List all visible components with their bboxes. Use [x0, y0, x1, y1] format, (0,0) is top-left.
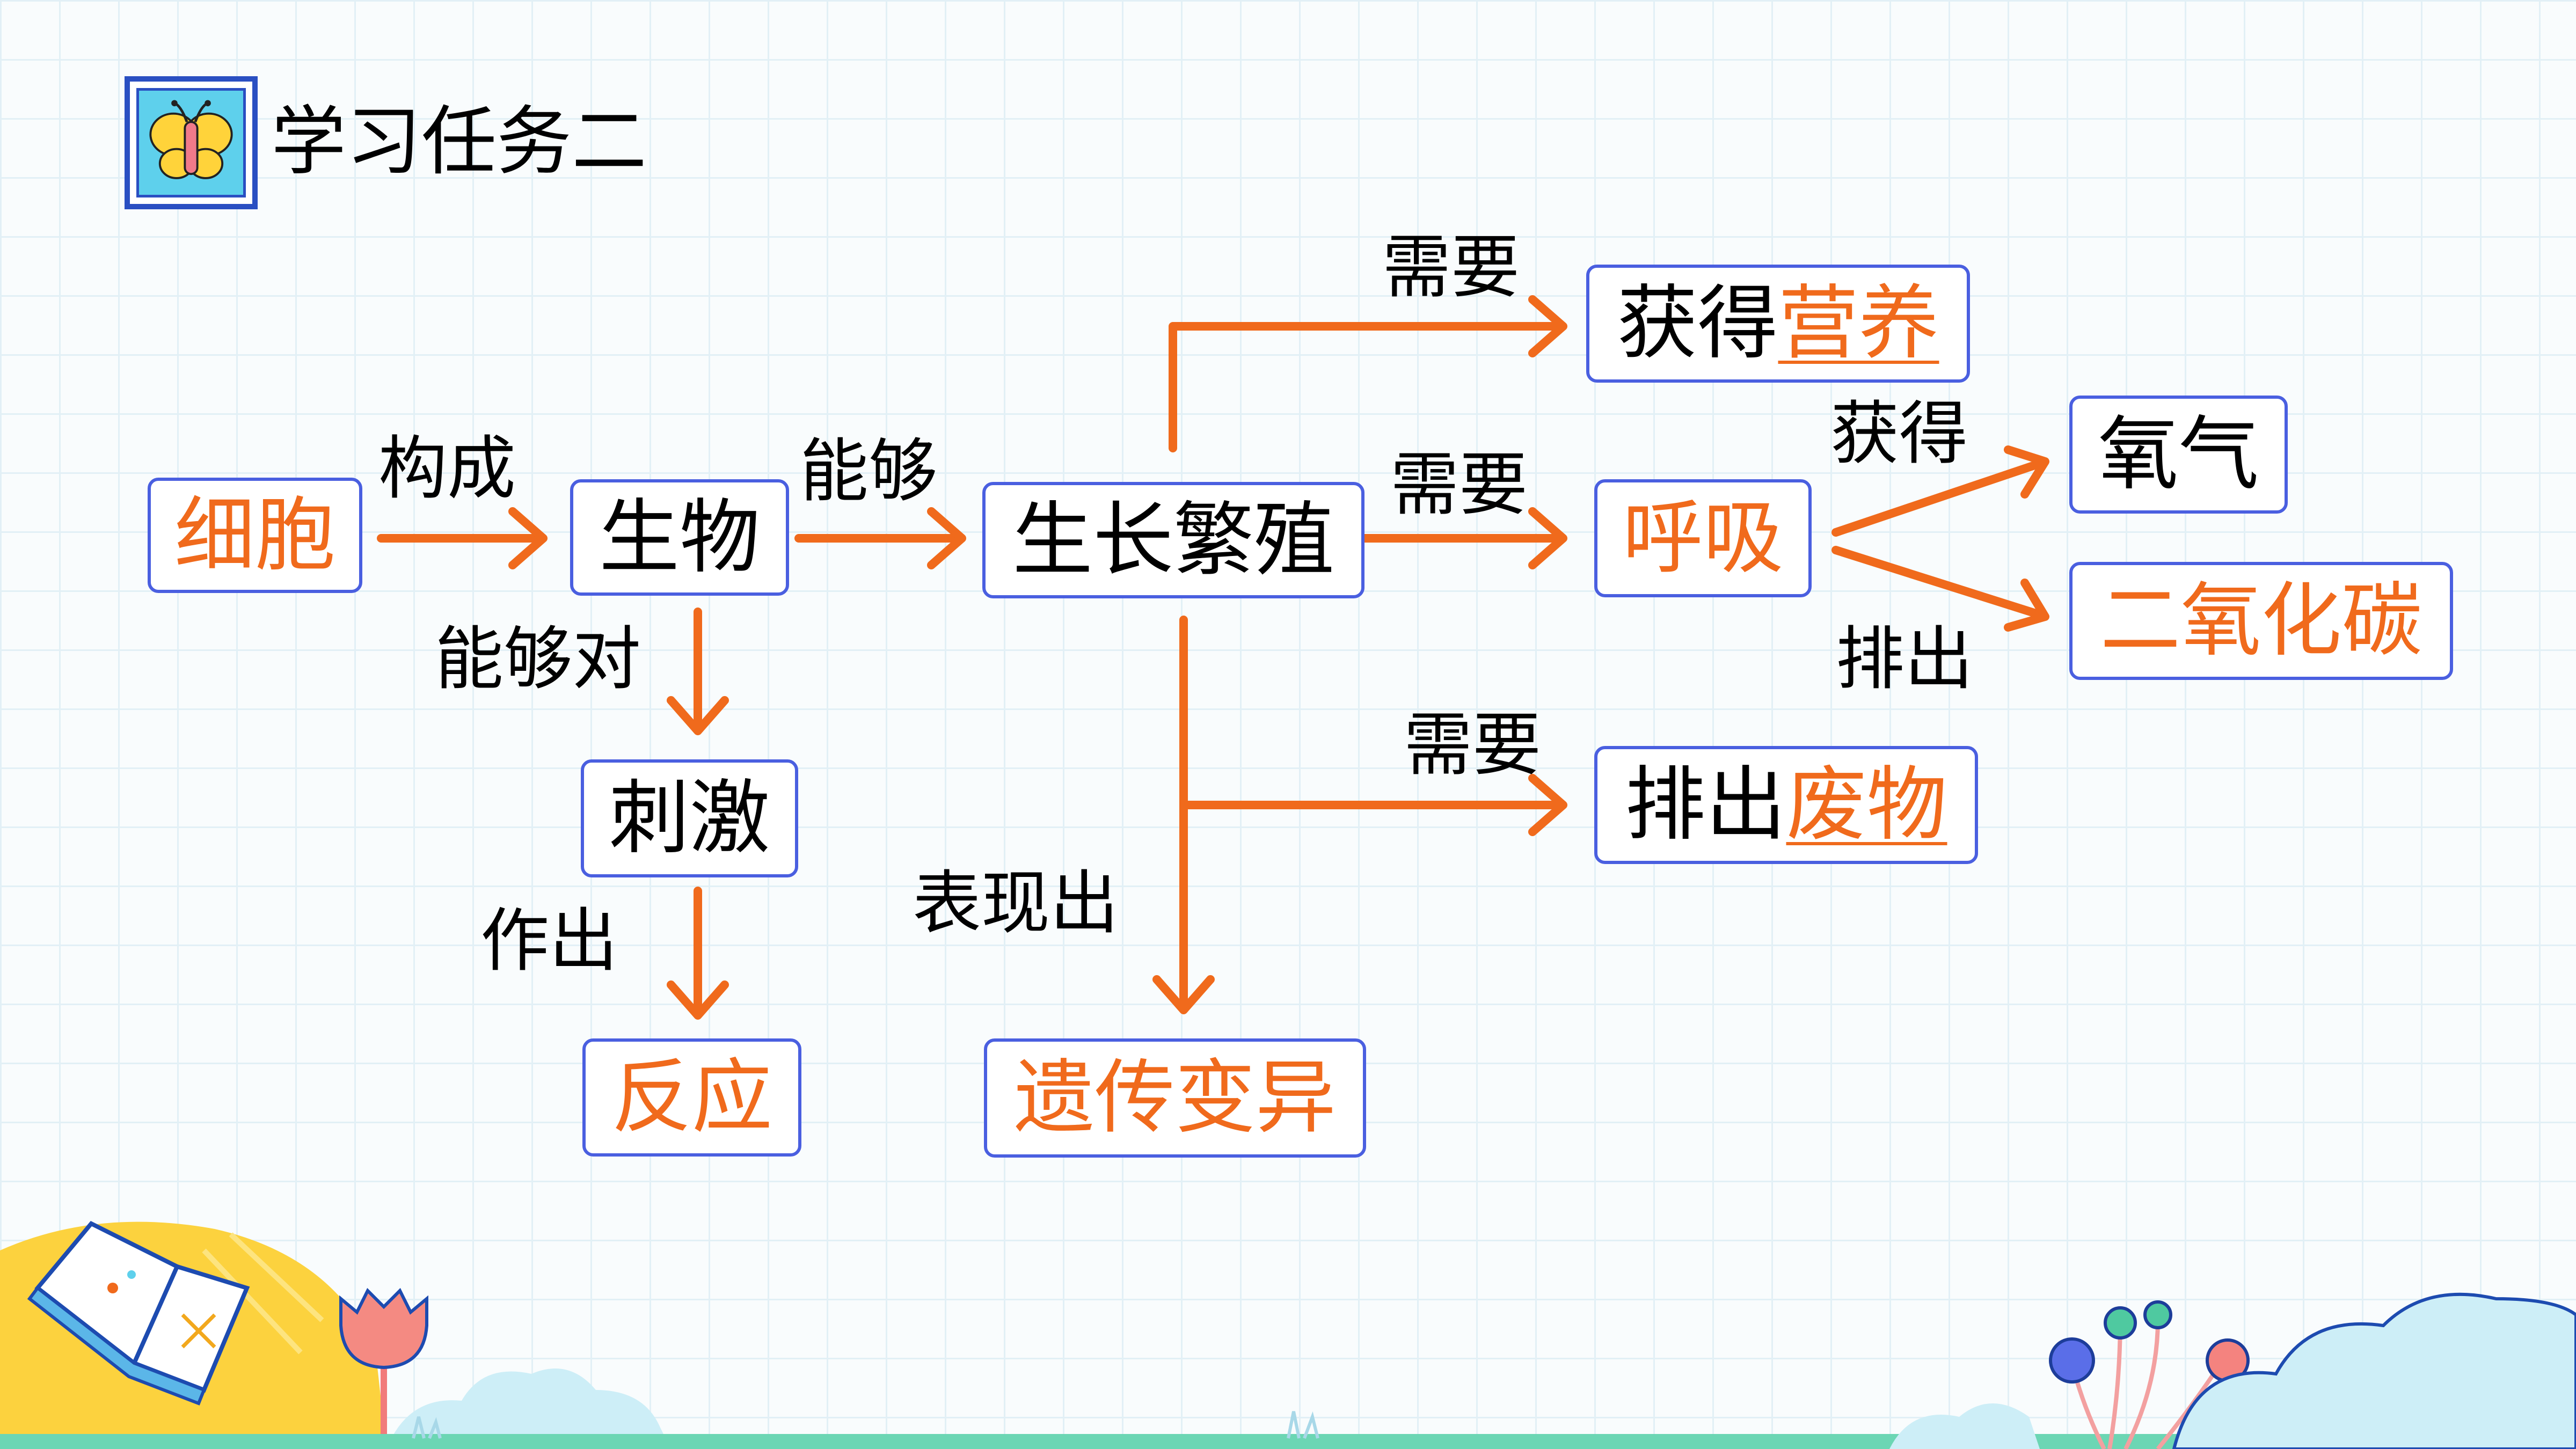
node-cell-text: 细胞 [174, 488, 335, 582]
label-make: 作出 [480, 901, 618, 981]
node-response-text: 反应 [611, 1051, 772, 1144]
node-response: 反应 [582, 1038, 801, 1157]
node-organism-text: 生物 [599, 491, 760, 584]
blue-bush-right [1889, 1403, 2040, 1449]
node-oxygen: 氧气 [2069, 396, 2288, 514]
node-co2-text: 二氧化碳 [2100, 574, 2422, 668]
blue-bush-left [386, 1368, 671, 1449]
node-nutrition-prefix: 获得 [1617, 277, 1778, 370]
node-breath-text: 呼吸 [1622, 492, 1784, 585]
label-able-to: 能够对 [435, 619, 641, 699]
node-waste-prefix: 排出 [1625, 758, 1786, 852]
node-cell: 细胞 [148, 478, 362, 593]
node-heredity: 遗传变异 [984, 1038, 1366, 1158]
label-expel: 排出 [1836, 619, 1974, 699]
arrow-breath-co2 [1831, 546, 2047, 620]
node-growth: 生长繁殖 [982, 482, 1364, 598]
node-oxygen-text: 氧气 [2098, 408, 2259, 501]
label-need-nutrition: 需要 [1382, 228, 1520, 308]
node-co2: 二氧化碳 [2069, 562, 2453, 680]
node-organism: 生物 [570, 479, 789, 596]
node-waste-key: 废物 [1786, 758, 1947, 852]
node-waste: 排出废物 [1594, 746, 1978, 864]
node-heredity-text: 遗传变异 [1013, 1051, 1336, 1145]
node-nutrition-key: 营养 [1778, 277, 1939, 370]
node-stimulus: 刺激 [581, 759, 798, 877]
label-compose: 构成 [378, 429, 516, 509]
node-nutrition: 获得营养 [1586, 265, 1970, 383]
arrow-growth-nutrition [1169, 322, 1564, 452]
butterfly-logo [125, 76, 258, 209]
page-title: 学习任务二 [271, 98, 647, 186]
flower-icon [339, 1287, 428, 1449]
node-growth-text: 生长繁殖 [1012, 493, 1334, 587]
book-icon [27, 1221, 250, 1406]
label-need-breath: 需要 [1390, 445, 1528, 525]
label-obtain: 获得 [1830, 394, 1968, 474]
node-stimulus-text: 刺激 [609, 772, 770, 865]
blue-hill-right [2172, 1292, 2576, 1449]
label-need-waste: 需要 [1404, 705, 1542, 785]
arrow-breath-oxygen [1831, 458, 2047, 537]
tree-icons [2049, 1300, 2250, 1449]
label-able: 能够 [800, 431, 938, 511]
node-breath: 呼吸 [1594, 479, 1812, 597]
label-show: 表现出 [913, 863, 1119, 943]
butterfly-icon [149, 100, 233, 179]
